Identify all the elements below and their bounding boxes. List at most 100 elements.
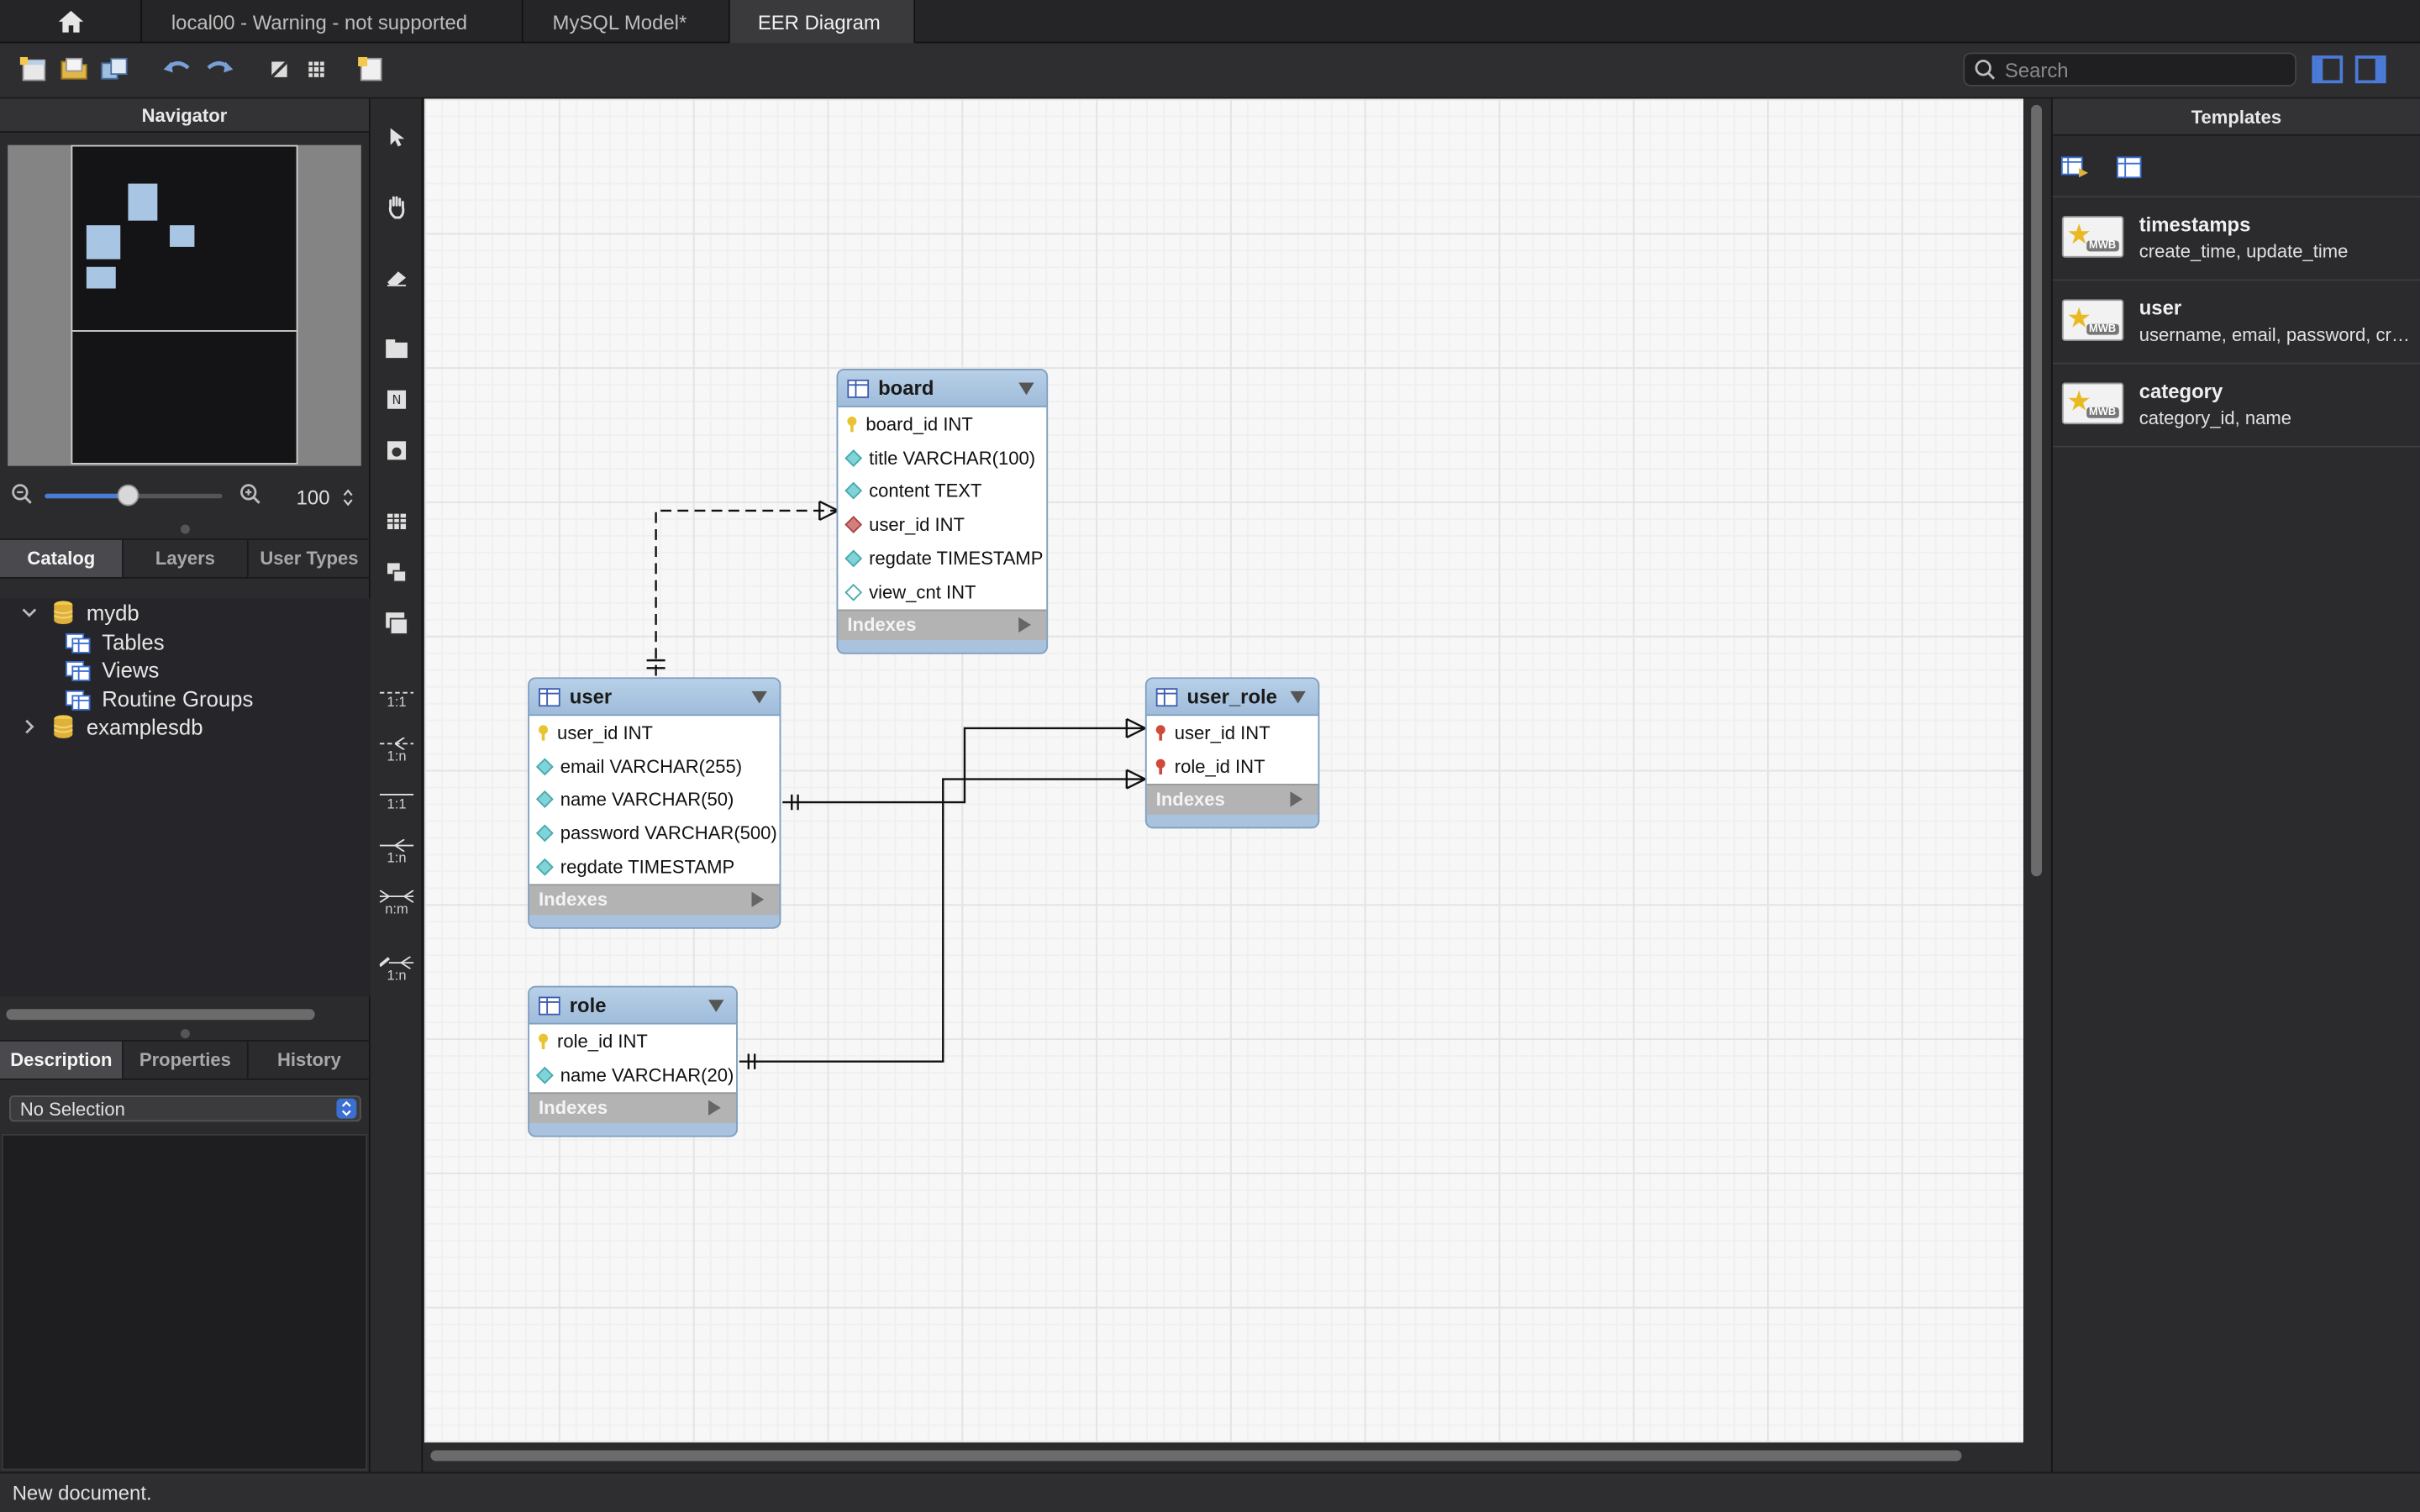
table-column[interactable]: content TEXT [838,475,1046,508]
collapse-caret-icon[interactable] [1290,690,1306,703]
relation-1-1-nonidentifying-tool[interactable]: 1:1 [379,682,414,716]
tree-item-tables[interactable]: Tables [65,628,165,656]
table-tool[interactable] [380,505,413,538]
vertical-scroll-thumb[interactable] [2031,104,2042,877]
new-model-button[interactable] [17,52,50,86]
relation-n-m-tool[interactable]: n:m [379,885,414,919]
chevron-right-icon[interactable] [22,719,37,734]
tab-mysql-model[interactable]: MySQL Model* [524,0,730,44]
relation-1-1-identifying-tool[interactable]: 1:1 [379,784,414,817]
layer-tool[interactable] [380,332,413,365]
table-column[interactable]: board_id INT [838,407,1046,441]
chevron-down-icon[interactable] [22,606,37,619]
table-column[interactable]: user_id INT [1147,716,1318,749]
relation-1-n-nonidentifying-tool[interactable]: 1:n [379,732,414,766]
zoom-in-icon[interactable] [239,483,261,505]
text-tool[interactable]: N [380,383,413,417]
table-column[interactable]: regdate TIMESTAMP [838,542,1046,575]
tab-description[interactable]: Description [0,1041,124,1079]
description-text-area[interactable] [1,1133,368,1471]
table-column[interactable]: title VARCHAR(100) [838,441,1046,475]
expand-arrow-icon[interactable] [708,1100,721,1116]
tab-history[interactable]: History [276,1048,341,1071]
table-header[interactable]: role [529,987,737,1025]
search-field[interactable] [1963,52,2297,87]
collapse-caret-icon[interactable] [708,999,724,1011]
open-model-button[interactable] [57,52,91,86]
redo-button[interactable] [203,52,236,86]
tab-properties[interactable]: Properties [124,1041,249,1079]
indexes-section[interactable]: Indexes [529,884,780,916]
expand-arrow-icon[interactable] [1018,617,1031,633]
indexes-section[interactable]: Indexes [838,609,1047,640]
relation-1-n-identifying-tool[interactable]: 1:n [379,835,414,869]
toggle-grid-button[interactable] [262,52,296,86]
indexes-section[interactable]: Indexes [1146,783,1318,815]
table-column[interactable]: view_cnt INT [838,575,1046,609]
zoom-stepper-icon[interactable] [343,489,354,507]
expand-arrow-icon[interactable] [1290,791,1303,807]
table-header[interactable]: user_role [1146,679,1318,717]
view-tool[interactable] [380,555,413,589]
zoom-slider-track[interactable] [45,484,223,507]
select-tool[interactable] [380,120,413,154]
image-tool[interactable] [380,433,413,467]
relationship-user-user-role[interactable] [782,717,1146,811]
catalog-hscroll-thumb[interactable] [6,1009,315,1021]
tree-item-examplesdb[interactable]: examplesdb [22,713,203,741]
relation-existing-columns-tool[interactable]: 1:n [379,952,414,985]
relationship-role-user-role[interactable] [739,769,1146,1069]
canvas-horizontal-scrollbar[interactable] [424,1442,2023,1471]
selection-dropdown[interactable]: No Selection [9,1095,361,1122]
home-tab[interactable] [0,0,142,44]
table-column[interactable]: regdate TIMESTAMP [529,850,780,884]
tab-eer-diagram[interactable]: EER Diagram [729,0,916,44]
export-button[interactable] [355,52,388,86]
undo-button[interactable] [160,52,194,86]
canvas-vertical-scrollbar[interactable] [2024,98,2050,1443]
collapse-caret-icon[interactable] [1018,381,1034,395]
table-column[interactable]: user_id INT [838,508,1046,542]
table-column[interactable]: role_id INT [529,1025,736,1058]
tree-item-views[interactable]: Views [65,656,159,684]
tree-item-routine-groups[interactable]: Routine Groups [65,685,253,713]
hand-tool[interactable] [380,190,413,223]
tab-layers[interactable]: Layers [124,539,249,577]
zoom-out-icon[interactable] [11,483,33,505]
new-template-button[interactable] [2114,155,2145,182]
indexes-section[interactable]: Indexes [529,1091,737,1123]
zoom-value[interactable]: 100 [296,486,330,510]
relationship-user-board[interactable] [646,500,839,676]
tree-item-mydb[interactable]: mydb [22,599,139,627]
routine-group-tool[interactable] [380,606,413,640]
navigator-minimap[interactable] [8,144,361,466]
splitter-handle[interactable] [180,1029,190,1039]
eraser-tool[interactable] [380,260,413,294]
search-input[interactable] [2004,57,2283,81]
zoom-slider-thumb[interactable] [117,484,139,507]
table-column[interactable]: password VARCHAR(500) [529,816,780,850]
table-column[interactable]: name VARCHAR(50) [529,783,780,816]
toggle-secondary-sidebar-button[interactable] [2354,55,2386,84]
align-grid-button[interactable] [299,52,333,86]
collapse-caret-icon[interactable] [751,690,767,703]
table-column[interactable]: role_id INT [1147,749,1318,783]
navigator-viewport[interactable] [72,146,297,332]
tab-local00[interactable]: local00 - Warning - not supported [144,0,523,44]
table-column[interactable]: name VARCHAR(20) [529,1058,736,1092]
table-column[interactable]: email VARCHAR(255) [529,749,780,783]
table-header[interactable]: board [838,370,1047,407]
tab-catalog[interactable]: Catalog [0,539,124,577]
save-model-button[interactable] [97,52,131,86]
expand-arrow-icon[interactable] [751,892,765,908]
splitter-handle[interactable] [180,524,190,534]
horizontal-scroll-thumb[interactable] [430,1450,1962,1462]
